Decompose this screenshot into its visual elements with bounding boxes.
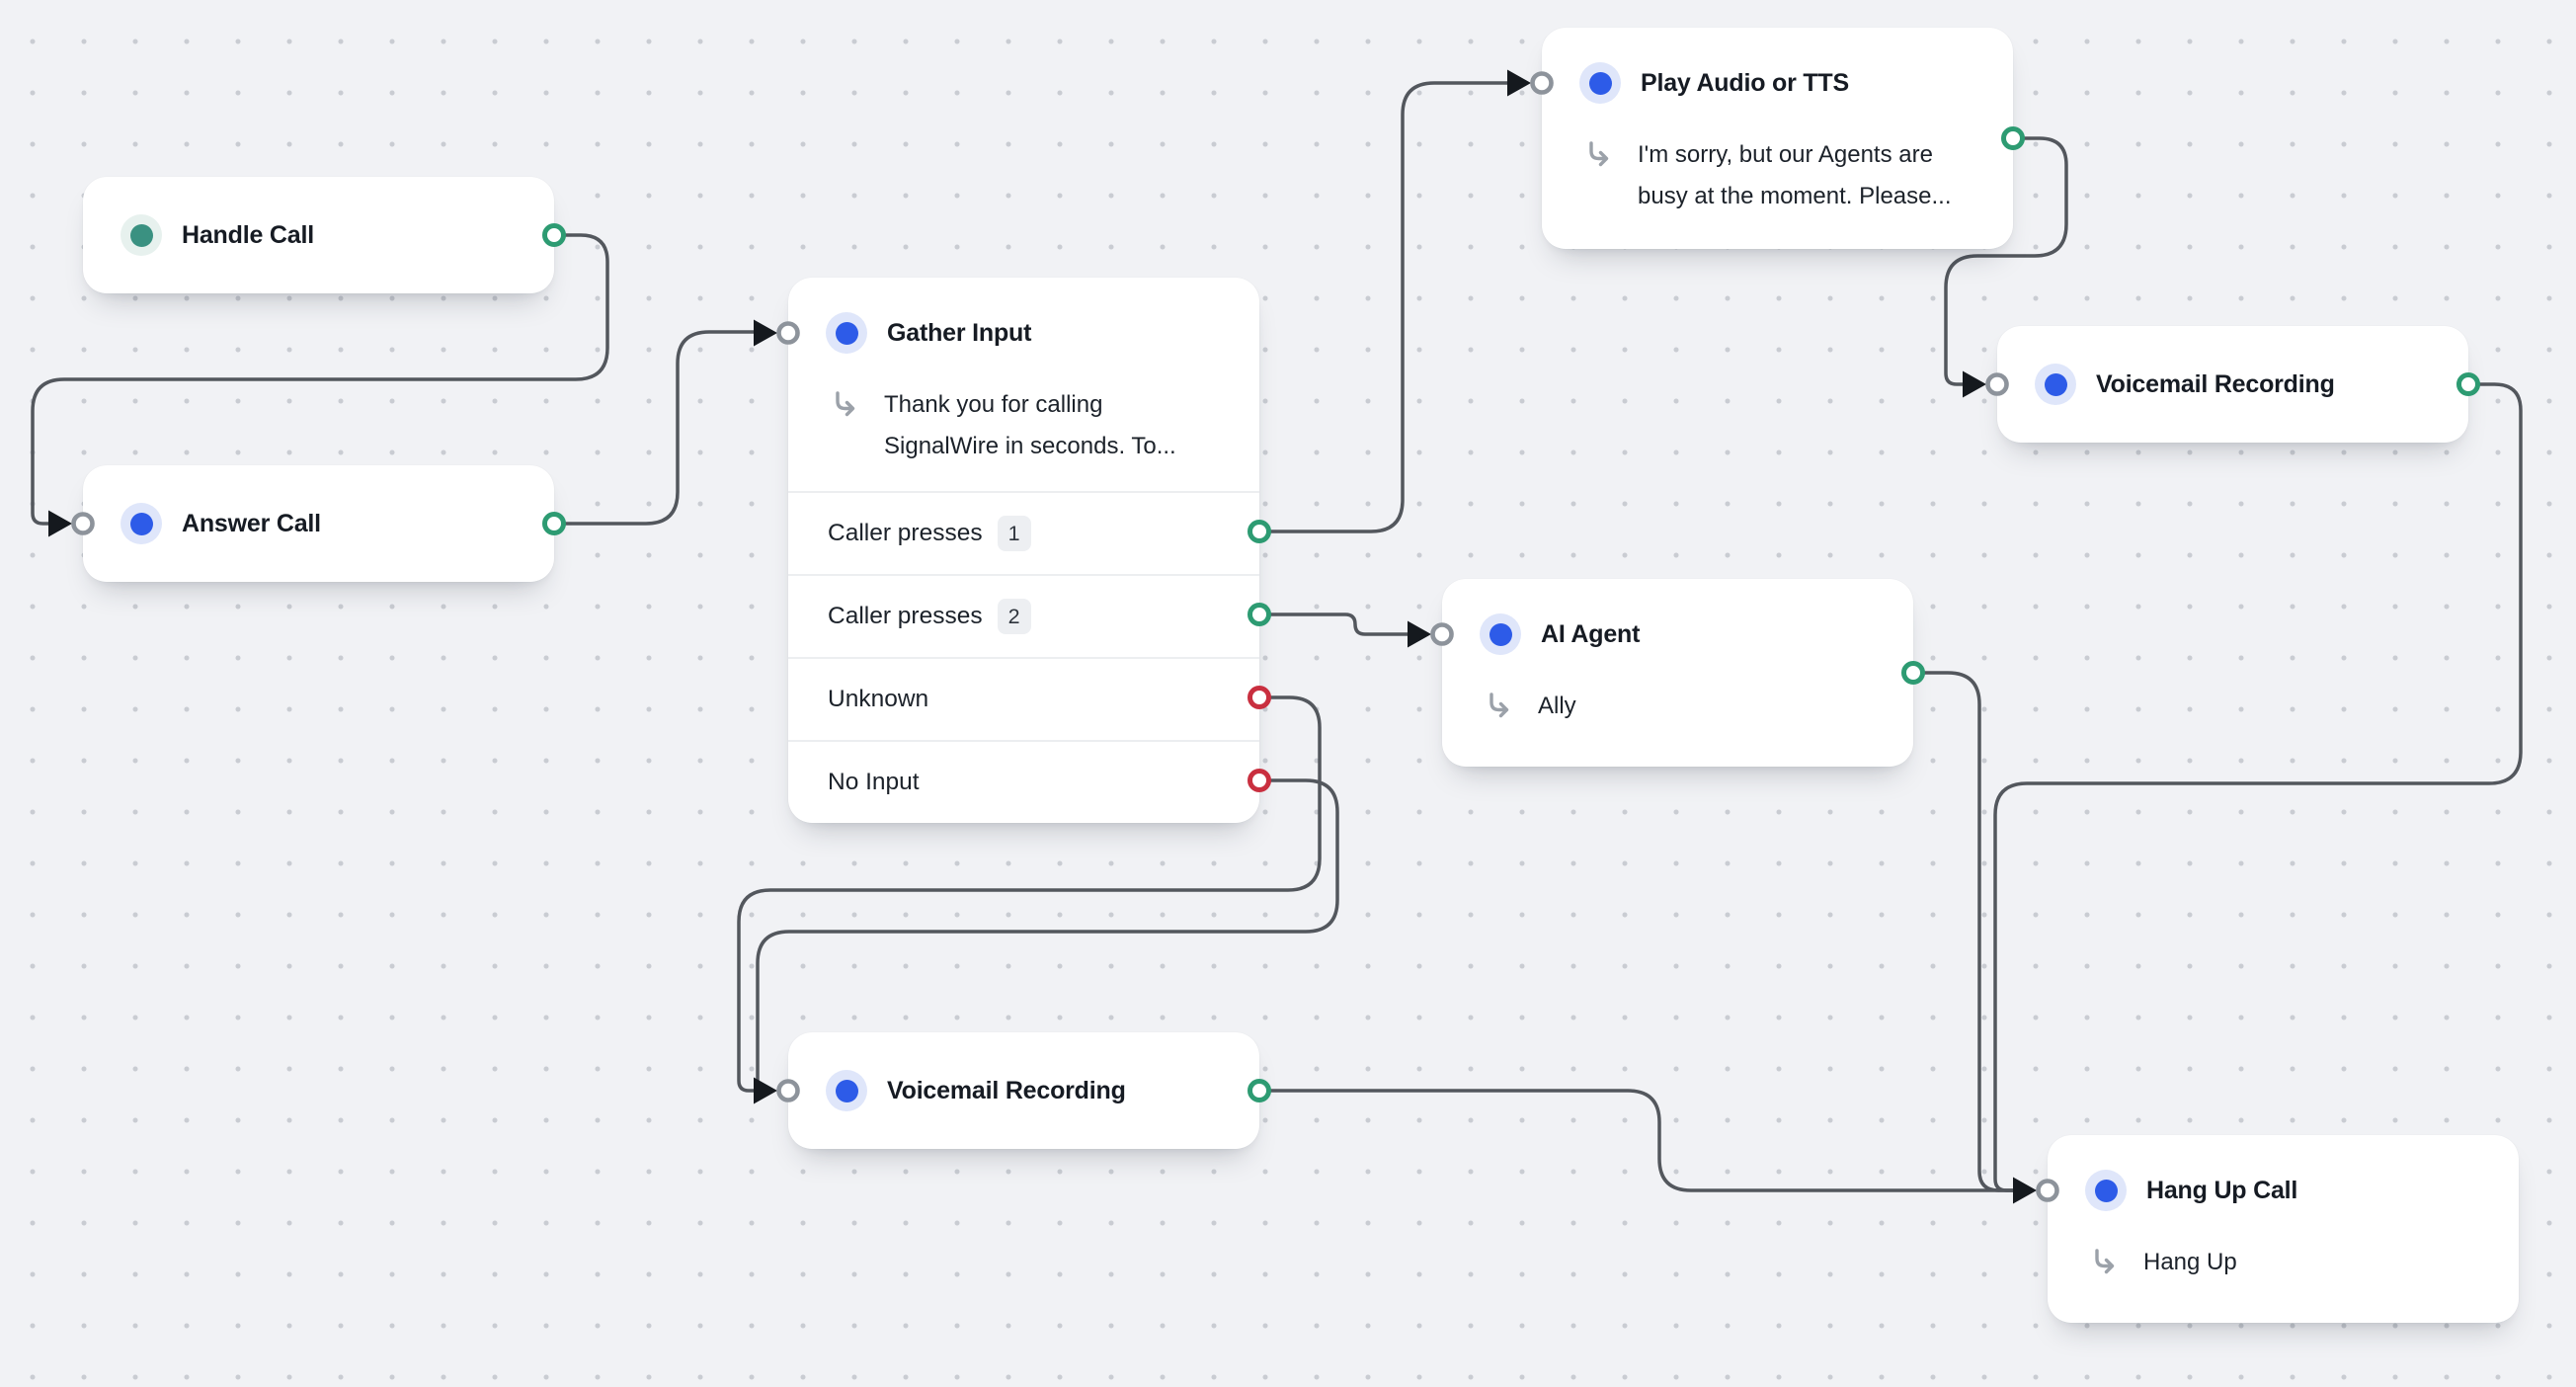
description-line: Hang Up [2143, 1249, 2237, 1275]
hang-up-call-input-port[interactable] [2036, 1179, 2059, 1202]
node-header: Answer Call [83, 503, 351, 544]
node-voicemail-recording-top[interactable]: Voicemail Recording [1997, 326, 2468, 443]
voicemail-recording-top-output-port[interactable] [2456, 372, 2480, 396]
node-description: Hang Up [2048, 1242, 2519, 1283]
return-arrow-icon [1589, 141, 1609, 167]
play-audio-or-tts-input-port[interactable] [1530, 71, 1554, 95]
blue-dot-icon [2085, 1170, 2127, 1211]
edge-voicemail-recording-bottom-to-hang-up-call[interactable] [1257, 1089, 2020, 1192]
branch-row-label: Caller presses [828, 520, 983, 546]
blue-dot-icon [826, 1070, 867, 1111]
blue-dot-icon [1579, 62, 1621, 104]
ai-agent-input-port[interactable] [1430, 622, 1454, 646]
branch-row-caller-presses-1[interactable]: Caller presses 1 [788, 491, 1259, 574]
node-header: Handle Call [83, 214, 344, 256]
answer-call-input-port[interactable] [71, 512, 95, 535]
node-handle-call[interactable]: Handle Call [83, 177, 554, 293]
node-title: Gather Input [887, 318, 1032, 347]
edge-voicemail-recording-top-to-hang-up-call[interactable] [1993, 382, 2523, 1192]
edge-gather-input-caller-presses-2-to-ai-agent[interactable] [1257, 612, 1414, 636]
gather-input-input-port-arrow-icon [754, 319, 777, 347]
blue-dot-icon [1480, 613, 1521, 655]
ai-agent-input-port-arrow-icon [1408, 620, 1431, 648]
answer-call-output-port[interactable] [542, 512, 566, 535]
node-title: Voicemail Recording [887, 1076, 1126, 1104]
blue-dot-icon [2035, 364, 2076, 405]
gather-input-input-port[interactable] [776, 321, 800, 345]
branch-row-no-input[interactable]: No Input [788, 740, 1259, 823]
blue-dot-icon [826, 312, 867, 354]
node-description: I'm sorry, but our Agents are busy at the… [1542, 134, 2013, 217]
branch-row-unknown[interactable]: Unknown [788, 657, 1259, 740]
hang-up-call-input-port-arrow-icon [2013, 1177, 2037, 1204]
node-header: Voicemail Recording [1997, 364, 2365, 405]
key-badge: 1 [997, 516, 1031, 551]
branch-row-caller-presses-2[interactable]: Caller presses 2 [788, 574, 1259, 657]
node-title: Answer Call [182, 509, 321, 537]
edge-answer-call-to-gather-input[interactable] [552, 330, 761, 526]
edge-gather-input-unknown-to-voicemail-recording-bottom[interactable] [737, 695, 1322, 1093]
gather-input-row-4-output-port[interactable] [1248, 769, 1271, 792]
ai-agent-output-port[interactable] [1901, 661, 1925, 685]
node-title: Handle Call [182, 220, 314, 249]
voicemail-recording-bottom-input-port-arrow-icon [754, 1077, 777, 1104]
gather-input-row-3-output-port[interactable] [1248, 686, 1271, 709]
edge-ai-agent-to-hang-up-call[interactable] [1911, 671, 2020, 1192]
gather-input-row-2-output-port[interactable] [1248, 603, 1271, 626]
return-arrow-icon [836, 391, 855, 417]
node-header: Play Audio or TTS [1542, 61, 2013, 105]
play-audio-or-tts-output-port[interactable] [2001, 126, 2025, 150]
key-badge: 2 [997, 599, 1031, 634]
return-arrow-icon [1489, 693, 1509, 718]
node-title: Play Audio or TTS [1641, 68, 1849, 97]
node-header: Hang Up Call [2048, 1169, 2519, 1212]
edge-gather-input-caller-presses-1-to-play-audio-or-tts[interactable] [1257, 81, 1514, 533]
branch-row-label: Caller presses [828, 603, 983, 629]
voicemail-recording-bottom-output-port[interactable] [1248, 1079, 1271, 1102]
gather-input-row-1-output-port[interactable] [1248, 520, 1271, 543]
node-header: AI Agent [1442, 612, 1913, 656]
node-header: Voicemail Recording [788, 1070, 1156, 1111]
blue-dot-icon [121, 503, 162, 544]
return-arrow-icon [2095, 1249, 2115, 1274]
node-title: Hang Up Call [2146, 1176, 2298, 1204]
description-line: SignalWire in seconds. To... [884, 433, 1176, 459]
handle-call-output-port[interactable] [542, 223, 566, 247]
description-line: I'm sorry, but our Agents are [1638, 141, 1933, 168]
node-answer-call[interactable]: Answer Call [83, 465, 554, 582]
voicemail-recording-top-input-port[interactable] [1985, 372, 2009, 396]
play-audio-or-tts-input-port-arrow-icon [1507, 69, 1531, 97]
voicemail-recording-top-input-port-arrow-icon [1963, 370, 1986, 398]
description-line: Ally [1538, 693, 1576, 719]
node-title: AI Agent [1541, 619, 1641, 648]
node-voicemail-recording-bottom[interactable]: Voicemail Recording [788, 1032, 1259, 1149]
teal-dot-icon [121, 214, 162, 256]
branch-row-label: No Input [828, 769, 920, 795]
description-line: busy at the moment. Please... [1638, 183, 1952, 209]
node-title: Voicemail Recording [2096, 369, 2335, 398]
edge-handle-call-to-answer-call[interactable] [31, 233, 609, 526]
voicemail-recording-bottom-input-port[interactable] [776, 1079, 800, 1102]
description-line: Thank you for calling [884, 391, 1103, 418]
branch-row-label: Unknown [828, 686, 929, 712]
answer-call-input-port-arrow-icon [48, 510, 72, 537]
node-play-audio-or-tts[interactable]: Play Audio or TTS I'm sorry, but our Agen… [1542, 28, 2013, 249]
edge-play-audio-or-tts-to-voicemail-recording-top[interactable] [1944, 136, 2068, 386]
node-description: Ally [1442, 686, 1913, 727]
node-header: Gather Input [788, 311, 1259, 355]
